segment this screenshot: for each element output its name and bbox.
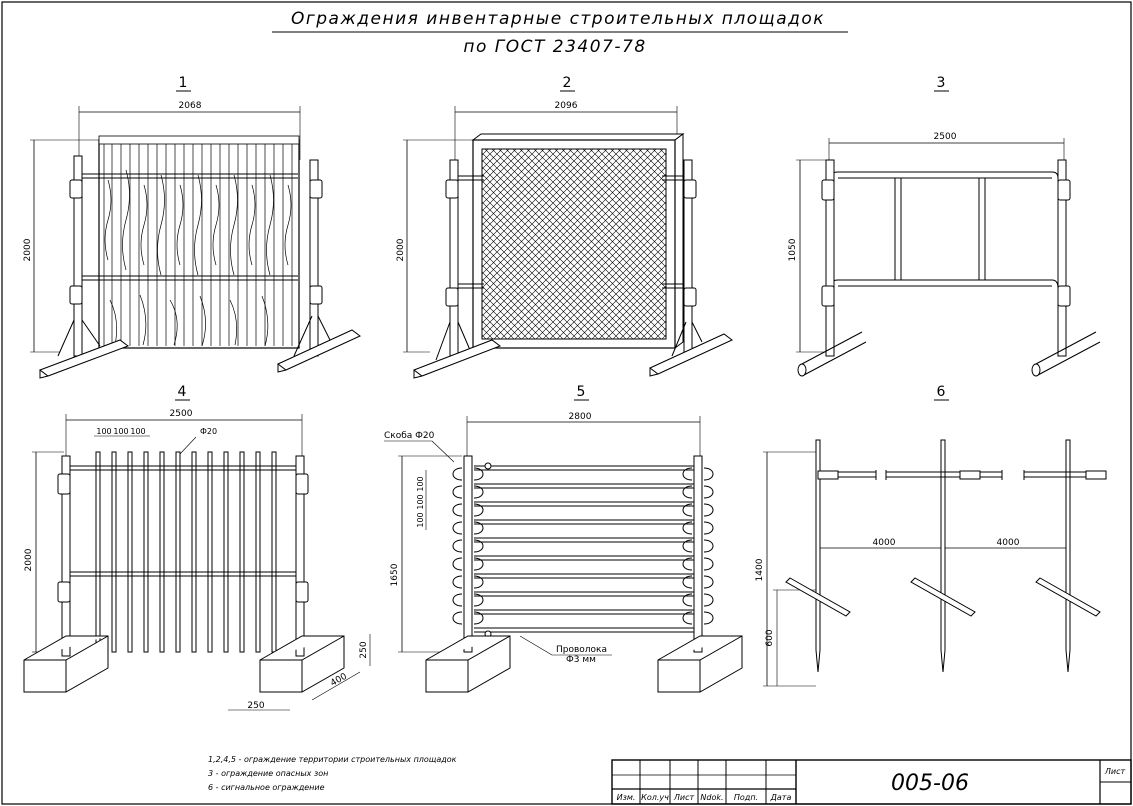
sheet-label: Лист — [1104, 767, 1126, 776]
figure-4-spacing-dim-3: 100 — [130, 427, 145, 436]
figure-2-height-dim: 2000 — [396, 238, 406, 261]
figure-5-wire-label-1: Проволока — [556, 645, 607, 655]
title-block — [611, 759, 1132, 805]
figure-6-span-dim-2: 4000 — [997, 538, 1020, 548]
note-3: 6 - сигнальное ограждение — [208, 783, 325, 792]
figure-3-height-dim: 1050 — [788, 238, 798, 261]
note-2: 3 - ограждение опасных зон — [208, 769, 328, 778]
figure-2-number: 2 — [563, 75, 572, 91]
figure-5-width-dim: 2800 — [569, 412, 592, 422]
figure-1-number: 1 — [179, 75, 188, 91]
figure-4-number: 4 — [178, 384, 187, 400]
figure-3-width-dim: 2500 — [934, 132, 957, 142]
note-1: 1,2,4,5 - ограждение территории строител… — [208, 755, 457, 764]
drawing-title: Ограждения инвентарные строительных площ… — [272, 9, 848, 57]
figure-5-spacing-dim-1: 100 — [416, 476, 425, 491]
figure-2-mesh-fence: 2 2096 2000 — [396, 75, 733, 379]
figure-5-bracket-label: Скоба Ф20 — [384, 431, 435, 441]
figure-1-height-dim: 2000 — [23, 238, 33, 261]
figure-5-wire-label-2: Ф3 мм — [566, 655, 596, 665]
figure-5-height-dim: 1650 — [390, 563, 400, 586]
figure-4-spacing-dim-2: 100 — [113, 427, 128, 436]
drawing-number: 005-06 — [891, 771, 969, 796]
figure-5-wire-fence: 5 2800 Скоба Ф20 1650 100 100 100 — [384, 384, 743, 693]
figure-1-width-dim: 2068 — [179, 101, 202, 111]
figure-6-depth-dim: 600 — [765, 629, 775, 646]
figure-3-number: 3 — [937, 75, 946, 91]
figure-4-spacing-dim-1: 100 — [96, 427, 111, 436]
figure-6-span-dim-1: 4000 — [873, 538, 896, 548]
figure-4-width-dim: 2500 — [170, 409, 193, 419]
figure-4-picket-fence: 4 2500 100 100 100 Ф20 2000 2 — [23, 384, 371, 711]
title-line-2: по ГОСТ 23407-78 — [463, 37, 646, 57]
figure-4-block-height: 250 — [359, 641, 369, 658]
title-block-col-list: Лист — [673, 793, 695, 802]
figure-4-bar-label: Ф20 — [200, 427, 217, 436]
figure-1-plank-fence: 1 2068 2000 — [23, 75, 361, 379]
figure-5-number: 5 — [577, 384, 586, 400]
figure-6-signal-fence: 6 4000 4000 1400 600 — [755, 384, 1107, 687]
figure-5-spacing-dim-2: 100 — [416, 494, 425, 509]
figure-3-tube-barrier: 3 2500 1050 — [788, 75, 1101, 377]
title-block-col-izm: Изм. — [617, 793, 636, 802]
figure-6-post-height: 1400 — [755, 558, 765, 581]
title-line-1: Ограждения инвентарные строительных площ… — [291, 9, 825, 29]
figure-2-width-dim: 2096 — [555, 101, 578, 111]
title-block-col-data: Дата — [770, 793, 792, 802]
figure-4-height-dim: 2000 — [24, 548, 34, 571]
figure-6-number: 6 — [937, 384, 946, 400]
figure-5-spacing-dim-3: 100 — [416, 512, 425, 527]
title-block-col-ndok: Ndok. — [700, 793, 723, 802]
figure-4-block-width: 250 — [247, 701, 264, 711]
title-block-col-koluch: Кол.уч — [641, 793, 669, 802]
legend-notes: 1,2,4,5 - ограждение территории строител… — [208, 755, 457, 792]
title-block-col-podp: Подп. — [734, 793, 758, 802]
